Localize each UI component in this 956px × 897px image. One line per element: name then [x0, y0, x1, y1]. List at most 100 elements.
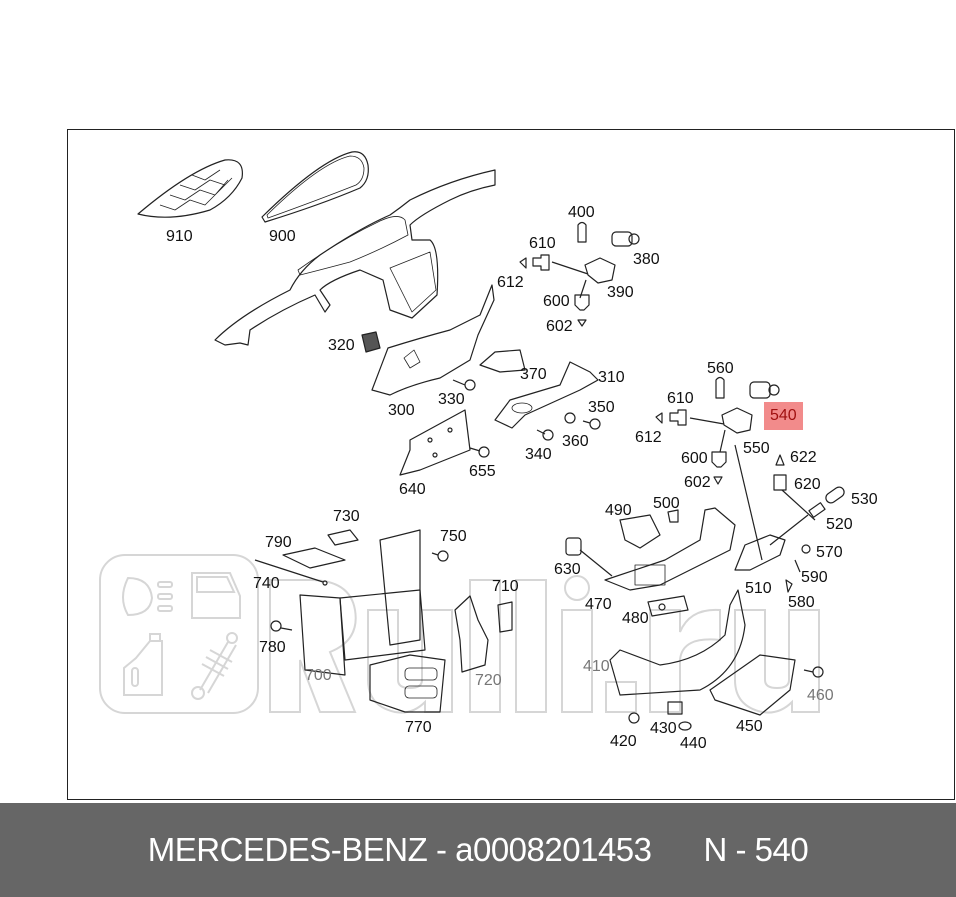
- part-label-340[interactable]: 340: [525, 446, 552, 463]
- part-label-550[interactable]: 550: [743, 440, 770, 457]
- part-label-602b[interactable]: 602: [684, 474, 711, 491]
- part-label-360[interactable]: 360: [562, 433, 589, 450]
- part-label-320[interactable]: 320: [328, 337, 355, 354]
- part-790-card: [282, 547, 346, 569]
- part-label-370[interactable]: 370: [520, 366, 547, 383]
- part-label-602[interactable]: 602: [546, 318, 573, 335]
- part-label-630[interactable]: 630: [554, 561, 581, 578]
- part-310-console: [494, 361, 599, 429]
- part-900-trim: [261, 151, 369, 223]
- part-label-330[interactable]: 330: [438, 391, 465, 408]
- part-label-612[interactable]: 612: [497, 274, 524, 291]
- part-label-590[interactable]: 590: [801, 569, 828, 586]
- part-label-620[interactable]: 620: [794, 476, 821, 493]
- part-label-310[interactable]: 310: [598, 369, 625, 386]
- part-label-470[interactable]: 470: [585, 596, 612, 613]
- part-600-holder: [574, 294, 590, 311]
- part-520-socket: [769, 502, 826, 546]
- part-612b-cap: [655, 412, 663, 424]
- part-320-clip: [361, 331, 381, 353]
- part-label-600b[interactable]: 600: [681, 450, 708, 467]
- part-label-610[interactable]: 610: [529, 235, 556, 252]
- part-label-390[interactable]: 390: [607, 284, 634, 301]
- part-550-socket: [689, 407, 763, 561]
- part-label-710[interactable]: 710: [492, 578, 519, 595]
- part-label-490[interactable]: 490: [605, 502, 632, 519]
- footer-caption: MERCEDES-BENZ - a0008201453 N - 540: [147, 831, 809, 868]
- part-622-cap: [775, 454, 785, 466]
- part-490-cupholder: [619, 514, 661, 549]
- part-602-cap: [577, 319, 587, 327]
- highlighted-part-label[interactable]: 540: [764, 402, 803, 430]
- part-730-key: [327, 529, 359, 546]
- part-label-910[interactable]: 910: [166, 228, 193, 245]
- part-label-350[interactable]: 350: [588, 399, 615, 416]
- part-label-622[interactable]: 622: [790, 449, 817, 466]
- part-label-560[interactable]: 560: [707, 360, 734, 377]
- part-530-plug: [825, 486, 845, 504]
- part-602b-cap: [713, 476, 723, 485]
- part-label-600[interactable]: 600: [543, 293, 570, 310]
- part-label-480[interactable]: 480: [622, 610, 649, 627]
- part-label-450[interactable]: 450: [736, 718, 763, 735]
- part-370-box: [479, 349, 526, 373]
- part-340-screw: [536, 429, 554, 441]
- part-770-trim: [369, 654, 446, 713]
- part-710-clip: [497, 601, 513, 633]
- part-360-washer: [564, 412, 576, 424]
- part-label-400[interactable]: 400: [568, 204, 595, 221]
- part-910-grille: [137, 159, 243, 218]
- part-label-720[interactable]: 720: [475, 672, 502, 689]
- part-410-trim: [609, 589, 746, 696]
- part-label-790[interactable]: 790: [265, 534, 292, 551]
- part-780-screw: [270, 620, 293, 632]
- part-300-panel: [371, 284, 495, 396]
- part-label-430[interactable]: 430: [650, 720, 677, 737]
- part-630-button: [565, 537, 613, 577]
- part-440-ring: [678, 721, 692, 731]
- part-400-bulb: [577, 221, 587, 243]
- part-label-580[interactable]: 580: [788, 594, 815, 611]
- part-label-780[interactable]: 780: [259, 639, 286, 656]
- part-label-700[interactable]: 700: [305, 667, 332, 684]
- part-350-screw: [582, 418, 601, 430]
- part-label-730[interactable]: 730: [333, 508, 360, 525]
- part-label-655[interactable]: 655: [469, 463, 496, 480]
- part-380-insert: [611, 231, 640, 247]
- part-label-410[interactable]: 410: [583, 658, 610, 675]
- part-label-740[interactable]: 740: [253, 575, 280, 592]
- part-390-socket: [551, 257, 616, 299]
- part-label-612b[interactable]: 612: [635, 429, 662, 446]
- part-label-380[interactable]: 380: [633, 251, 660, 268]
- part-620-holder: [773, 474, 816, 521]
- part-label-440[interactable]: 440: [680, 735, 707, 752]
- part-500-clip: [667, 509, 679, 523]
- part-label-460[interactable]: 460: [807, 687, 834, 704]
- part-label-530[interactable]: 530: [851, 491, 878, 508]
- part-430-clip: [667, 701, 683, 715]
- part-720-cover: [454, 595, 489, 673]
- part-label-900[interactable]: 900: [269, 228, 296, 245]
- part-label-500[interactable]: 500: [653, 495, 680, 512]
- part-330-screw: [452, 379, 476, 391]
- part-label-520[interactable]: 520: [826, 516, 853, 533]
- part-570-cap: [801, 544, 811, 554]
- part-label-570[interactable]: 570: [816, 544, 843, 561]
- part-label-510[interactable]: 510: [745, 580, 772, 597]
- part-590-screw: [794, 559, 801, 573]
- part-label-770[interactable]: 770: [405, 719, 432, 736]
- part-label-300[interactable]: 300: [388, 402, 415, 419]
- part-750-screw: [431, 550, 449, 562]
- part-label-420[interactable]: 420: [610, 733, 637, 750]
- part-label-750[interactable]: 750: [440, 528, 467, 545]
- part-dashboard-top: [214, 169, 496, 346]
- part-740-rod: [254, 559, 328, 586]
- part-label-640[interactable]: 640: [399, 481, 426, 498]
- part-580-clip: [785, 579, 793, 593]
- part-560-bulb: [715, 376, 725, 399]
- part-700-housing: [299, 529, 426, 676]
- part-label-610b[interactable]: 610: [667, 390, 694, 407]
- footer-bar: MERCEDES-BENZ - a0008201453 N - 540: [0, 803, 956, 897]
- part-610b-holder: [669, 409, 687, 426]
- part-612-cap: [519, 257, 527, 269]
